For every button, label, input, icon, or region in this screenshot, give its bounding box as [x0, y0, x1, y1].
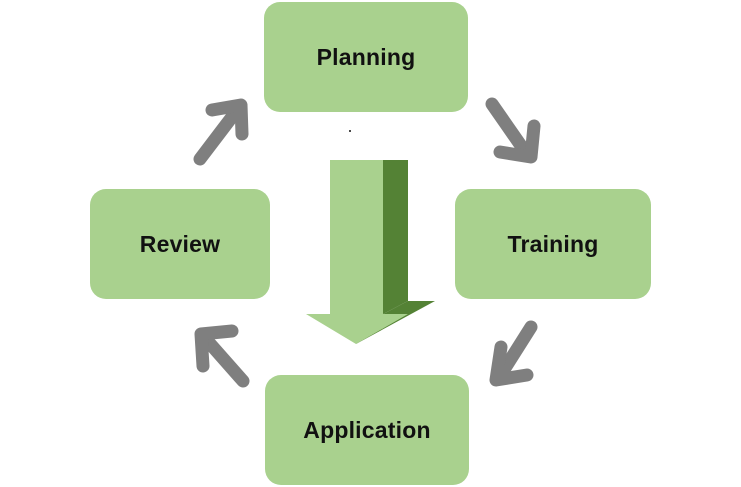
training-label: Training: [507, 230, 599, 257]
review-label: Review: [139, 230, 221, 257]
planning-box: Planning: [264, 2, 468, 112]
application-label: Application: [303, 416, 431, 443]
center-down-arrow-icon: [306, 160, 435, 344]
arrow-application-to-review-icon: [194, 324, 250, 388]
dot-mark: [349, 130, 351, 132]
review-box: Review: [90, 189, 270, 299]
application-box: Application: [265, 375, 469, 485]
training-box: Training: [455, 189, 651, 299]
arrow-review-to-planning-icon: [193, 98, 249, 166]
arrow-planning-to-training-icon: [485, 97, 541, 164]
arrow-training-to-application-icon: [489, 320, 538, 387]
planning-label: Planning: [316, 43, 416, 70]
